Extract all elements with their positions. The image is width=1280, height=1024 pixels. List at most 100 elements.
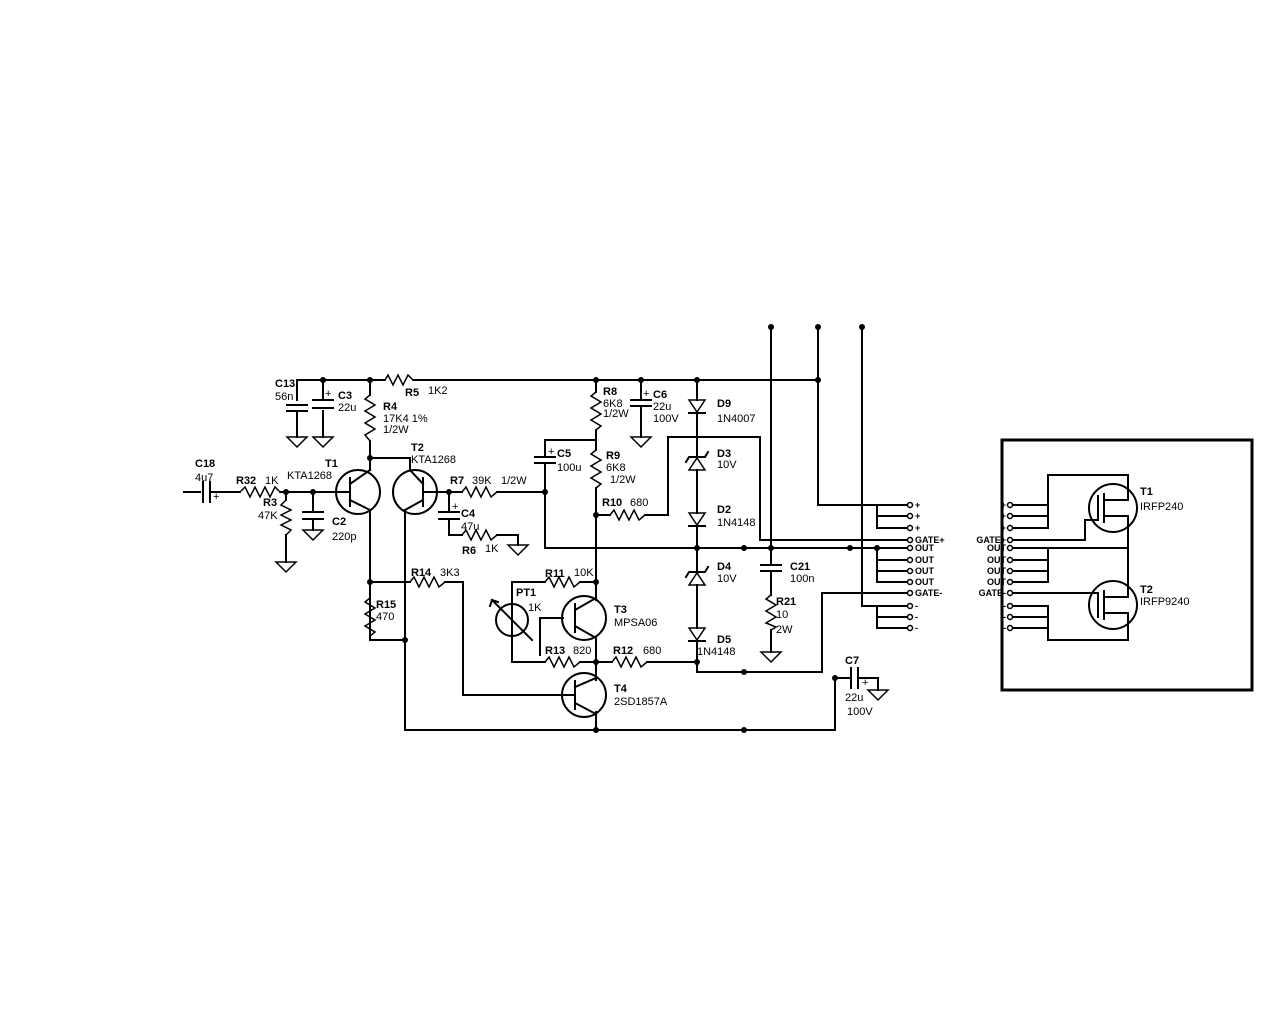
r10-ref: R10 bbox=[602, 497, 622, 509]
svg-text:+: + bbox=[452, 501, 458, 513]
c18-value: 4u7 bbox=[195, 472, 213, 484]
r14-value: 3K3 bbox=[440, 567, 460, 579]
r11-value: 10K bbox=[574, 567, 594, 579]
d2-value: 1N4148 bbox=[717, 517, 756, 529]
wires bbox=[183, 326, 909, 731]
c7-value: 22u bbox=[845, 692, 863, 704]
left-connector-label: - bbox=[915, 623, 918, 633]
left-connector-pin bbox=[906, 536, 914, 544]
right-connector-pin bbox=[1006, 624, 1014, 632]
right-connector-pin bbox=[1006, 602, 1014, 610]
t3-value: MPSA06 bbox=[614, 617, 657, 629]
right-connector-pin bbox=[1006, 512, 1014, 520]
left-connector-pin bbox=[906, 556, 914, 564]
r13-ref: R13 bbox=[545, 645, 565, 657]
capacitor-c18: + bbox=[202, 481, 219, 503]
right-connector-label: OUT bbox=[987, 566, 1007, 576]
mosfet-t1-value: IRFP240 bbox=[1140, 501, 1183, 513]
resistor-r13 bbox=[544, 655, 581, 669]
right-connector-pin bbox=[1006, 589, 1014, 597]
capacitor-c5: + bbox=[534, 446, 556, 464]
resistor-r8 bbox=[589, 391, 603, 431]
left-connector-label: OUT bbox=[915, 566, 935, 576]
left-connector-label: - bbox=[915, 612, 918, 622]
c21-ref: C21 bbox=[790, 561, 810, 573]
c4-value: 47u bbox=[461, 521, 479, 533]
right-connector-label: + bbox=[1001, 523, 1006, 533]
right-connector-label: - bbox=[1003, 612, 1006, 622]
d9-ref: D9 bbox=[717, 398, 731, 410]
svg-text:+: + bbox=[643, 388, 649, 400]
t2-ref: T2 bbox=[411, 442, 424, 454]
resistor-r9 bbox=[589, 449, 603, 489]
svg-text:+: + bbox=[213, 491, 219, 503]
d5-value: 1N4148 bbox=[697, 646, 736, 658]
d9-value: 1N4007 bbox=[717, 413, 756, 425]
r9-value2: 1/2W bbox=[610, 474, 636, 486]
right-connector-pin bbox=[1006, 544, 1014, 552]
r13-value: 820 bbox=[573, 645, 591, 657]
r12-ref: R12 bbox=[613, 645, 633, 657]
left-connector-pin bbox=[906, 613, 914, 621]
r4-ref: R4 bbox=[383, 401, 398, 413]
r32-value: 1K bbox=[265, 475, 279, 487]
transistor-t4 bbox=[559, 672, 607, 718]
right-connector-label: GATE+ bbox=[976, 535, 1006, 545]
pt1-ref: PT1 bbox=[516, 587, 536, 599]
d4-ref: D4 bbox=[717, 561, 732, 573]
left-connector-pin bbox=[906, 544, 914, 552]
r7-ref: R7 bbox=[450, 475, 464, 487]
output-board bbox=[1000, 438, 1254, 692]
right-connector-label: + bbox=[1001, 500, 1006, 510]
resistor-r5 bbox=[384, 373, 414, 387]
d2-ref: D2 bbox=[717, 504, 731, 516]
svg-text:+: + bbox=[325, 388, 331, 400]
c5-ref: C5 bbox=[557, 448, 571, 460]
r8-ref: R8 bbox=[603, 386, 617, 398]
c3-ref: C3 bbox=[338, 390, 352, 402]
r21-ref: R21 bbox=[776, 596, 796, 608]
resistor-r21 bbox=[764, 594, 778, 631]
resistor-r3 bbox=[279, 499, 293, 536]
right-connector-pin bbox=[1006, 556, 1014, 564]
capacitor-c4: + bbox=[438, 501, 460, 520]
r12-value: 680 bbox=[643, 645, 661, 657]
t1-ref: T1 bbox=[325, 458, 338, 470]
c5-value: 100u bbox=[557, 462, 581, 474]
left-connector-label: OUT bbox=[915, 543, 935, 553]
c4-ref: C4 bbox=[461, 508, 476, 520]
resistor-r4 bbox=[363, 394, 377, 442]
r10-value: 680 bbox=[630, 497, 648, 509]
right-connector-pin bbox=[1006, 524, 1014, 532]
mosfet-t2 bbox=[1084, 580, 1138, 630]
left-connector-pin bbox=[906, 501, 914, 509]
d5-ref: D5 bbox=[717, 634, 731, 646]
c3-value: 22u bbox=[338, 402, 356, 414]
resistor-r6 bbox=[461, 528, 498, 542]
right-connector-label: OUT bbox=[987, 555, 1007, 565]
capacitor-c3: + bbox=[312, 388, 334, 409]
diode-d9 bbox=[687, 399, 707, 414]
right-connector-pin bbox=[1006, 536, 1014, 544]
r6-value: 1K bbox=[485, 543, 499, 555]
capacitor-c7: + bbox=[850, 667, 868, 689]
c6-value2: 100V bbox=[653, 413, 679, 425]
c13-value: 56n bbox=[275, 391, 293, 403]
right-connector-pin bbox=[1006, 578, 1014, 586]
resistor-r15 bbox=[363, 597, 377, 640]
left-connector-pin bbox=[906, 589, 914, 597]
transistor-t3 bbox=[561, 595, 607, 641]
c2-value: 220p bbox=[332, 531, 356, 543]
left-connector-label: - bbox=[915, 601, 918, 611]
c18-ref: C18 bbox=[195, 458, 215, 470]
r6-ref: R6 bbox=[462, 545, 476, 557]
connector-pins: +++GATE+OUTOUTOUTOUTGATE----+++GATE+OUTO… bbox=[906, 500, 1014, 633]
r3-ref: R3 bbox=[263, 497, 277, 509]
diode-d5 bbox=[687, 627, 707, 642]
capacitor-c2 bbox=[302, 511, 324, 520]
r4-value: 17K4 1% bbox=[383, 413, 428, 425]
diode-d2 bbox=[687, 512, 707, 527]
r5-value: 1K2 bbox=[428, 385, 448, 397]
left-connector-pin bbox=[906, 524, 914, 532]
c13-ref: C13 bbox=[275, 378, 295, 390]
